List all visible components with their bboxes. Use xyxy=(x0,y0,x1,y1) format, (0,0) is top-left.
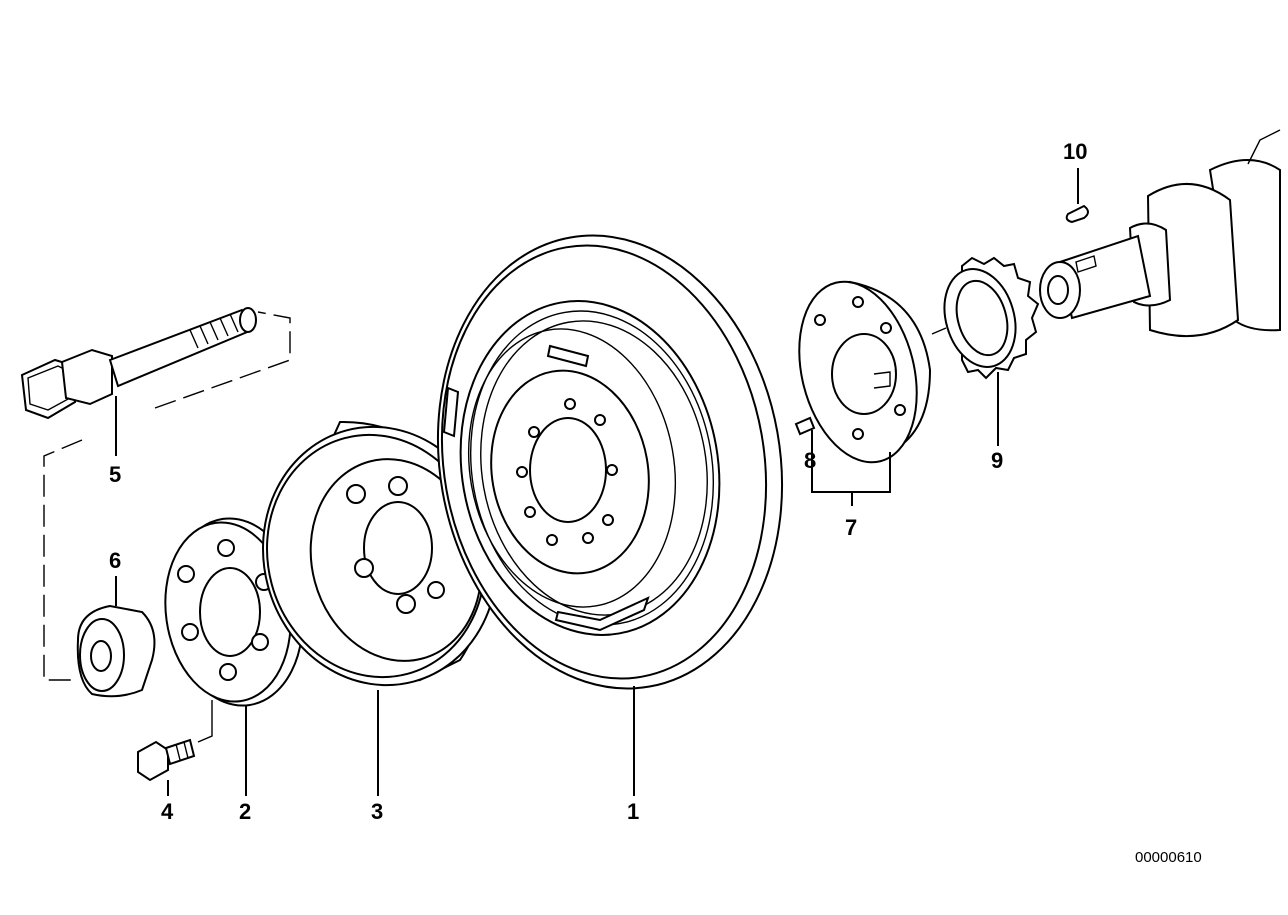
collar-icon xyxy=(76,604,156,698)
hub-flange-icon xyxy=(798,280,932,464)
collar-guide-line xyxy=(43,439,83,681)
callout-3: 3 xyxy=(371,799,383,824)
callout-9: 9 xyxy=(991,448,1003,473)
callout-7: 7 xyxy=(845,515,857,540)
flange-guide-line xyxy=(931,327,947,335)
belt-pulley-icon xyxy=(262,420,498,687)
callout-2: 2 xyxy=(239,799,251,824)
callout-1: 1 xyxy=(627,799,639,824)
callout-6: 6 xyxy=(109,548,121,573)
drawing-number: 00000610 xyxy=(1135,849,1202,866)
hub-plate-icon xyxy=(164,517,304,707)
bolt-guide-line xyxy=(154,311,291,409)
callout-5: 5 xyxy=(109,462,121,487)
callout-4: 4 xyxy=(161,799,174,824)
vibration-damper-icon xyxy=(436,234,784,690)
dowel-pin-icon xyxy=(794,416,816,436)
long-bolt-icon xyxy=(20,307,257,420)
small-bolt-guide-line xyxy=(197,700,213,743)
sprocket-icon xyxy=(943,256,1040,380)
flange-bracket-line xyxy=(811,430,891,506)
callout-8: 8 xyxy=(804,448,816,473)
small-bolt-icon xyxy=(137,738,196,782)
callout-10: 10 xyxy=(1063,139,1087,164)
crankshaft-icon xyxy=(1039,129,1281,338)
woodruff-key-icon xyxy=(1065,204,1089,224)
